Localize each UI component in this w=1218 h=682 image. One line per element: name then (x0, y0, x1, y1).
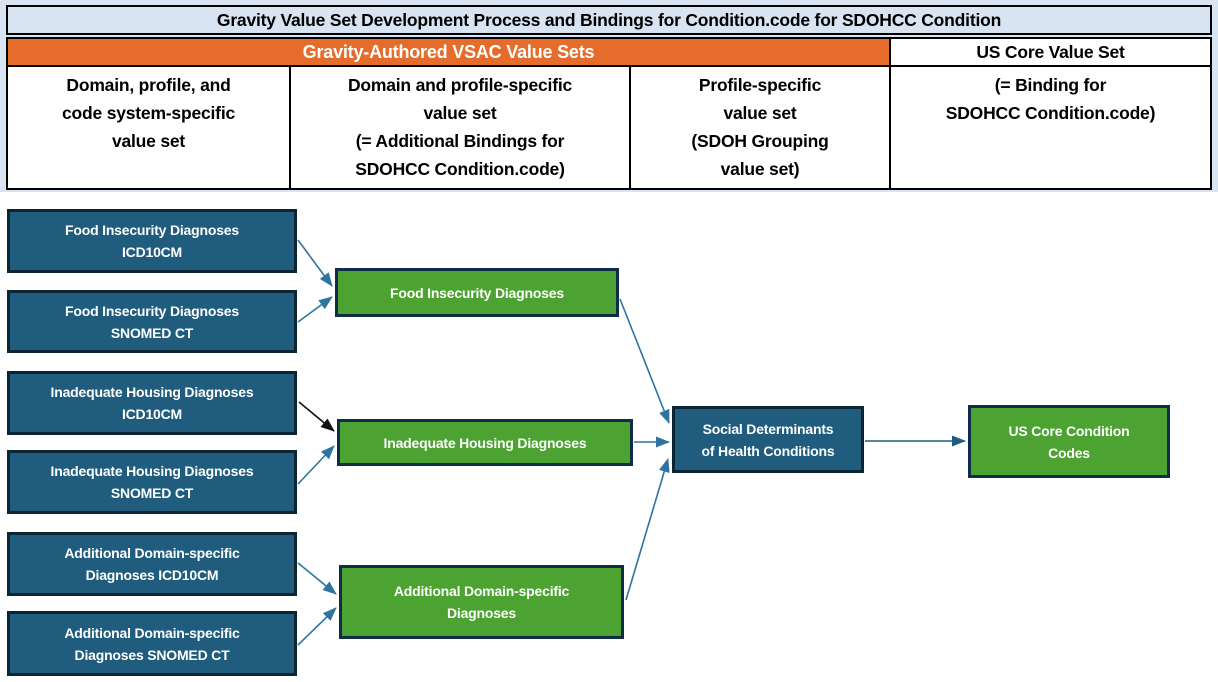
arrow-food-icd10cm-to-food-grouping (297, 239, 333, 287)
value-set-box-additional-domain-snomed: Additional Domain-specific Diagnoses SNO… (7, 611, 297, 676)
diagram-title: Gravity Value Set Development Process an… (6, 5, 1212, 35)
arrow-additional-snomed-to-additional-grouping (297, 607, 337, 646)
grouping-box-inadequate-housing: Inadequate Housing Diagnoses (337, 419, 633, 466)
value-set-box-food-insecurity-snomed: Food Insecurity Diagnoses SNOMED CT (7, 290, 297, 353)
value-set-box-additional-domain-icd10cm: Additional Domain-specific Diagnoses ICD… (7, 532, 297, 596)
arrow-additional-icd10cm-to-additional-grouping (297, 562, 337, 595)
value-set-box-inadequate-housing-icd10cm: Inadequate Housing Diagnoses ICD10CM (7, 371, 297, 435)
arrow-food-grouping-to-sdoh-conditions (619, 298, 670, 424)
arrow-food-snomed-to-food-grouping (297, 296, 333, 323)
arrow-housing-icd10cm-to-housing-grouping (298, 401, 335, 432)
us-core-condition-codes-box: US Core Condition Codes (968, 405, 1170, 478)
column-header-us-core-binding: (= Binding for SDOHCC Condition.code) (945, 75, 1156, 123)
grouping-box-food-insecurity: Food Insecurity Diagnoses (335, 268, 619, 317)
diagram-title-text: Gravity Value Set Development Process an… (216, 9, 1002, 30)
column-header-profile-specific: Profile-specific value set (SDOH Groupin… (631, 67, 891, 188)
value-set-header-table: Gravity-Authored VSAC Value Sets US Core… (6, 37, 1212, 190)
grouping-box-additional-domain: Additional Domain-specific Diagnoses (339, 565, 624, 639)
group-header-us-core: US Core Value Set (891, 39, 1210, 67)
arrow-additional-grouping-to-sdoh-conditions (625, 458, 670, 601)
group-header-gravity-vsac: Gravity-Authored VSAC Value Sets (8, 39, 891, 67)
value-set-box-food-insecurity-icd10cm: Food Insecurity Diagnoses ICD10CM (7, 209, 297, 273)
column-header-domain-profile: Domain and profile-specific value set (=… (291, 67, 631, 188)
value-set-box-inadequate-housing-snomed: Inadequate Housing Diagnoses SNOMED CT (7, 450, 297, 514)
column-header-domain-profile-codesystem: Domain, profile, and code system-specifi… (8, 67, 291, 188)
arrow-housing-snomed-to-housing-grouping (297, 445, 335, 485)
profile-box-sdoh-conditions: Social Determinants of Health Conditions (672, 406, 864, 473)
